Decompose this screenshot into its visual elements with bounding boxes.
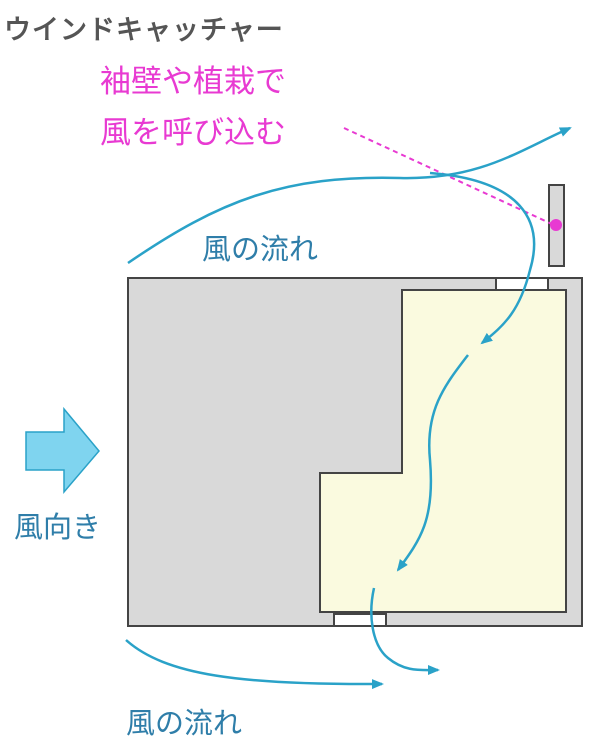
label-wind-flow-bottom: 風の流れ bbox=[126, 706, 243, 740]
callout-line-2: 風を呼び込む bbox=[100, 115, 286, 151]
window-bottom bbox=[333, 613, 387, 627]
wind-direction-arrow bbox=[25, 406, 100, 495]
diagram-title: ウインドキャッチャー bbox=[4, 15, 284, 46]
flow-line-exit bbox=[370, 587, 440, 676]
flow-line-interior bbox=[396, 354, 469, 572]
window-top bbox=[495, 277, 549, 291]
label-wind-direction: 風向き bbox=[14, 510, 102, 544]
flow-line-sleeve-catch bbox=[429, 171, 536, 345]
callout-line-1: 袖壁や植栽で bbox=[100, 64, 286, 100]
label-wind-flow-top: 風の流れ bbox=[202, 232, 319, 266]
interior-room bbox=[319, 289, 567, 613]
flow-line-bottom bbox=[125, 639, 384, 690]
flow-line-top bbox=[127, 126, 572, 265]
callout-leader bbox=[343, 127, 555, 226]
callout-dot bbox=[550, 219, 562, 231]
